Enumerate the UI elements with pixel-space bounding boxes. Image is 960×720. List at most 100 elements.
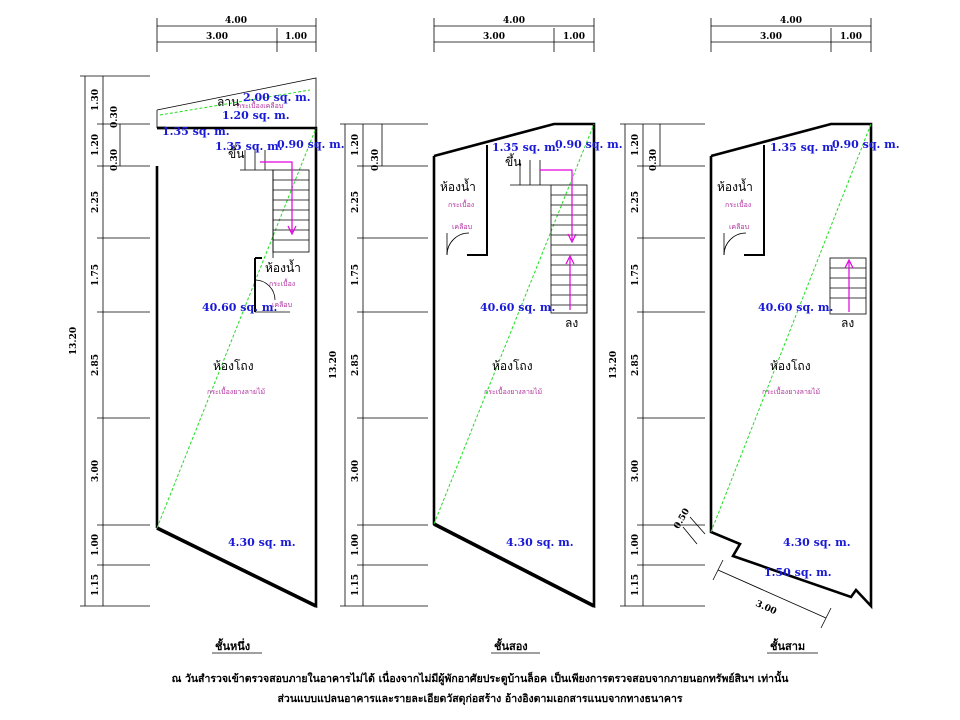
- label-hall: ห้องโถง: [213, 359, 254, 373]
- dim-total-depth: 13.20: [69, 327, 79, 355]
- dim-seg-3: 2.25: [91, 191, 101, 213]
- dim-step-3: 0.30: [649, 149, 659, 171]
- dim-step-2: 0.30: [371, 149, 381, 171]
- stair: [240, 150, 310, 258]
- dim-step-a: 0.30: [110, 106, 120, 128]
- label-down-2: ลง: [565, 316, 578, 330]
- dim-seg-4-2: 1.75: [351, 264, 361, 286]
- area-stair-landing-2: 1.35 sq. m.: [492, 141, 560, 154]
- floor-title-first: ชั้นหนึ่ง: [215, 638, 250, 653]
- dim-seg-8: 1.15: [91, 574, 101, 596]
- floor-plan-second: 4.00 3.00 1.00 13.20 1.20 2.25 1.75 2.85…: [329, 16, 623, 654]
- floor-plan-third: 4.00 3.00 1.00 13.20 1.20 2.25 1.75 2.85…: [609, 16, 900, 654]
- area-front-bay-2: 4.30 sq. m.: [506, 536, 574, 549]
- dim-width-b-2: 1.00: [563, 32, 585, 42]
- dim-total-width-2: 4.00: [503, 16, 525, 26]
- area-stair-top: 0.90 sq. m.: [277, 138, 345, 151]
- dim-width-b: 1.00: [285, 32, 307, 42]
- dim-seg-7: 1.00: [91, 534, 101, 556]
- area-balcony-3: 1.50 sq. m.: [764, 566, 832, 579]
- stair-3: [829, 257, 867, 315]
- area-front-bay: 4.30 sq. m.: [228, 536, 296, 549]
- material-bath-2-2: เคลือบ: [452, 223, 472, 231]
- dimension-depth-first: 13.20 1.30 1.20 2.25 1.75 2.85 3.00 1.00…: [69, 75, 150, 607]
- label-bathroom: ห้องน้ำ: [265, 259, 301, 275]
- dim-seg-2-3: 1.20: [631, 134, 641, 156]
- dim-seg-6-2: 3.00: [351, 460, 361, 482]
- area-front: 1.20 sq. m.: [222, 109, 290, 122]
- dim-seg-7-3: 1.00: [631, 534, 641, 556]
- area-front-bay-3: 4.30 sq. m.: [783, 536, 851, 549]
- dim-step-b: 0.30: [110, 149, 120, 171]
- area-stair-top-3: 0.90 sq. m.: [832, 138, 900, 151]
- label-up: ขึ้น: [228, 145, 244, 161]
- material-hall: กระเบื้องยางลายไม้: [207, 385, 265, 396]
- dimension-width-second: 4.00 3.00 1.00: [433, 16, 595, 52]
- yard-roof-line: [156, 77, 317, 128]
- dim-total-width: 4.00: [225, 16, 247, 26]
- dim-seg-6: 3.00: [91, 460, 101, 482]
- material-hall-2: กระเบื้องยางลายไม้: [484, 385, 542, 396]
- material-bath-3-2: เคลือบ: [729, 223, 749, 231]
- diagonal-line: [156, 127, 317, 529]
- dimension-width-third: 4.00 3.00 1.00: [710, 16, 872, 52]
- wall-outline-3: [709, 122, 873, 610]
- dim-bay-width: 3.00: [754, 599, 778, 617]
- material-bath-2: เคลือบ: [272, 301, 292, 309]
- dim-seg-2: 1.20: [91, 134, 101, 156]
- dimension-width-first: 4.00 3.00 1.00: [156, 16, 317, 52]
- floor-plan-first: 4.00 3.00 1.00 13.20 1.30 1.20 2.25 1.75…: [69, 16, 345, 654]
- dim-seg-2-2: 1.20: [351, 134, 361, 156]
- label-hall-3: ห้องโถง: [770, 359, 811, 373]
- diagonal-line-3: [710, 123, 872, 533]
- dim-seg-6-3: 3.00: [631, 460, 641, 482]
- dim-width-a-2: 3.00: [483, 32, 505, 42]
- dim-seg-7-2: 1.00: [351, 534, 361, 556]
- dim-seg-5-2: 2.85: [351, 354, 361, 376]
- stair-2: [510, 160, 588, 314]
- area-hall-3: 40.60 sq. m.: [758, 301, 833, 314]
- dim-seg-3-2: 2.25: [351, 191, 361, 213]
- material-bath-2-1: กระเบื้อง: [448, 198, 474, 209]
- area-hall-2: 40.60 sq. m.: [480, 301, 555, 314]
- material-hall-3: กระเบื้องยางลายไม้: [762, 385, 820, 396]
- dim-seg-8-2: 1.15: [351, 574, 361, 596]
- dim-seg-5: 2.85: [91, 354, 101, 376]
- diagonal-line-2: [433, 123, 595, 525]
- dim-width-a-3: 3.00: [760, 32, 782, 42]
- dim-total-depth-3: 13.20: [609, 351, 619, 379]
- label-yard: ลาน: [217, 95, 239, 109]
- dim-width-a: 3.00: [206, 32, 228, 42]
- dim-seg-4: 1.75: [91, 264, 101, 286]
- survey-note: ณ วันสำรวจเข้าตรวจสอบภายในอาคารไม่ได้ เน…: [171, 673, 789, 685]
- area-yard: 2.00 sq. m.: [243, 91, 311, 104]
- material-yard: กระเบื้องเคลือบ: [237, 99, 283, 110]
- area-stair-landing-3: 1.35 sq. m.: [770, 141, 838, 154]
- reference-note: ส่วนแบบแปลนอาคารและรายละเอียดวัสดุก่อสร้…: [277, 693, 683, 705]
- label-bathroom-3: ห้องน้ำ: [717, 178, 753, 194]
- dim-total-depth-2: 13.20: [329, 351, 339, 379]
- label-up-2: ขึ้น: [505, 153, 521, 169]
- label-down-3: ลง: [841, 316, 854, 330]
- dim-width-b-3: 1.00: [840, 32, 862, 42]
- dim-bay-offset: 0.50: [672, 507, 692, 531]
- wall-outline-2: [432, 122, 596, 609]
- dim-total-width-3: 4.00: [780, 16, 802, 26]
- dim-seg-5-3: 2.85: [631, 354, 641, 376]
- dimension-depth-third: 13.20 1.20 2.25 1.75 2.85 3.00 1.00 1.15…: [609, 123, 705, 607]
- area-stair-landing: 1.35 sq. m.: [215, 140, 283, 153]
- floor-title-third: ชั้นสาม: [770, 638, 805, 653]
- label-bathroom-2: ห้องน้ำ: [440, 178, 476, 194]
- area-stair-top-2: 0.90 sq. m.: [555, 138, 623, 151]
- area-porch: 1.35 sq. m.: [162, 125, 230, 138]
- floor-title-second: ชั้นสอง: [494, 638, 528, 653]
- dimension-depth-second: 13.20 1.20 2.25 1.75 2.85 3.00 1.00 1.15…: [329, 123, 428, 607]
- dim-seg-8-3: 1.15: [631, 574, 641, 596]
- label-hall-2: ห้องโถง: [492, 359, 533, 373]
- dim-seg-3-3: 2.25: [631, 191, 641, 213]
- material-bath-1: กระเบื้อง: [269, 277, 295, 288]
- material-bath-3-1: กระเบื้อง: [725, 198, 751, 209]
- area-hall: 40.60 sq. m.: [202, 301, 277, 314]
- dim-seg-4-3: 1.75: [631, 264, 641, 286]
